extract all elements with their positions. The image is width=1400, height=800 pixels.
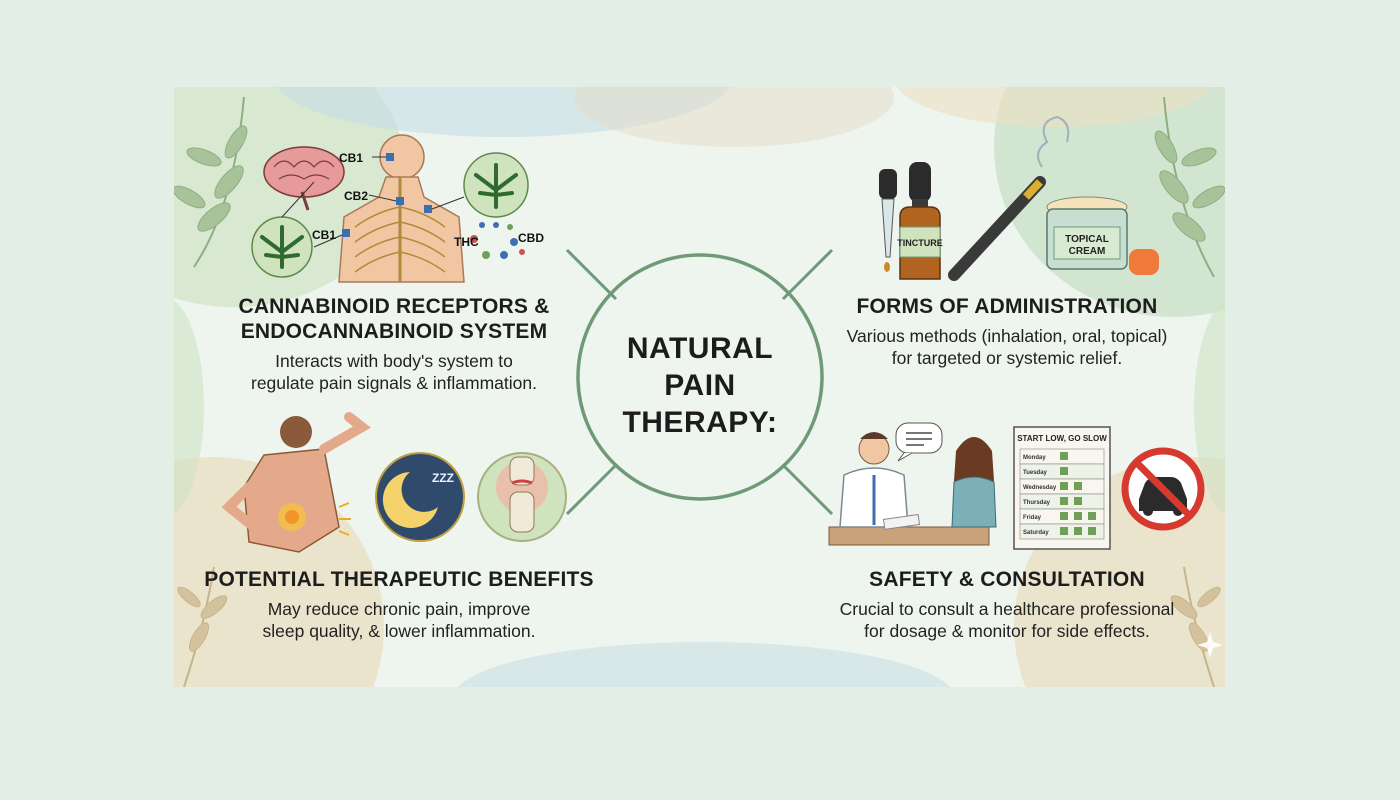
connector-line-bl: [565, 463, 618, 516]
schedule-dose-mark: [1060, 467, 1068, 475]
schedule-row: Wednesday: [1019, 478, 1105, 495]
vape-pen-icon: [948, 115, 1070, 281]
moon-sleep-icon: ZZZ: [375, 452, 465, 542]
schedule-row: Friday: [1019, 508, 1105, 525]
schedule-dose-mark: [1060, 497, 1068, 505]
infographic-canvas: CB1 CB2 CB1 THC CBD: [174, 87, 1225, 687]
section-desc-line2: sleep quality, & lower inflammation.: [262, 621, 536, 641]
schedule-dose-mark: [1060, 482, 1068, 490]
center-title-line3: THERAPY:: [622, 406, 778, 439]
sparkle-icon: [1197, 632, 1223, 658]
back-pain-icon: [221, 412, 371, 553]
leaf-sprig-icon: [174, 96, 248, 268]
schedule-dose-mark: [1060, 452, 1068, 460]
knee-joint-icon: [477, 452, 567, 542]
cbd-label: CBD: [518, 231, 544, 245]
schedule-dose-mark: [1074, 482, 1082, 490]
section-cannabinoid-receptors: CANNABINOID RECEPTORS & ENDOCANNABINOID …: [214, 294, 574, 394]
cannabis-leaf-icon: [251, 216, 313, 278]
section-title: CANNABINOID RECEPTORS & ENDOCANNABINOID …: [214, 294, 574, 344]
speech-bubble-icon: [895, 422, 943, 462]
section-description: May reduce chronic pain, improve sleep q…: [204, 598, 594, 642]
schedule-day-label: Friday: [1023, 515, 1042, 521]
schedule-row: Thursday: [1019, 493, 1105, 510]
cb1-label: CB1: [339, 151, 363, 165]
schedule-dose-mark: [1060, 512, 1068, 520]
schedule-row: Monday: [1019, 448, 1105, 465]
topical-label-line1: TOPICAL: [1065, 234, 1109, 245]
human-nervous-system-icon: [338, 134, 465, 283]
cb2-label: CB2: [344, 189, 368, 203]
zzz-label: ZZZ: [432, 471, 454, 485]
gummy-icon: [1129, 249, 1159, 275]
schedule-dose-mark: [1074, 512, 1082, 520]
center-title: NATURAL PAIN THERAPY:: [575, 330, 825, 441]
section-therapeutic-benefits: POTENTIAL THERAPEUTIC BENEFITS May reduc…: [204, 567, 594, 642]
cb1-lower-label: CB1: [312, 228, 336, 242]
section-title-line2: ENDOCANNABINOID SYSTEM: [240, 320, 548, 343]
schedule-dose-mark: [1088, 527, 1096, 535]
cannabis-leaf-icon: [463, 152, 529, 218]
schedule-day-label: Saturday: [1023, 530, 1049, 536]
tincture-label: TINCTURE: [897, 238, 943, 248]
schedule-dose-mark: [1074, 527, 1082, 535]
connector-line-tr: [781, 248, 834, 301]
section-desc-line2: for dosage & monitor for side effects.: [864, 621, 1150, 641]
thc-label: THC: [454, 235, 479, 249]
tincture-bottle-icon: TINCTURE: [897, 162, 943, 280]
section-desc-line2: regulate pain signals & inflammation.: [251, 373, 537, 393]
section-title-line1: CANNABINOID RECEPTORS &: [238, 295, 550, 318]
center-hub: [565, 248, 834, 516]
schedule-heading: START LOW, GO SLOW: [1017, 434, 1107, 443]
center-circle: [576, 253, 824, 501]
section-description: Various methods (inhalation, oral, topic…: [822, 325, 1192, 369]
leaf-sprig-icon: [177, 566, 228, 687]
no-driving-icon: [1121, 447, 1205, 531]
section-desc-line1: Various methods (inhalation, oral, topic…: [846, 326, 1168, 346]
section-desc-line1: Crucial to consult a healthcare professi…: [839, 599, 1175, 619]
center-title-line2: PAIN: [664, 369, 736, 402]
topical-label-line2: CREAM: [1069, 246, 1106, 257]
section-description: Crucial to consult a healthcare professi…: [802, 598, 1212, 642]
connector-line-br: [781, 463, 834, 516]
section-title: FORMS OF ADMINISTRATION: [856, 295, 1158, 318]
section-forms-of-administration: FORMS OF ADMINISTRATION Various methods …: [822, 294, 1192, 369]
schedule-dose-mark: [1074, 497, 1082, 505]
schedule-row: Saturday: [1019, 523, 1105, 540]
section-title: SAFETY & CONSULTATION: [869, 568, 1145, 591]
section-description: Interacts with body's system to regulate…: [214, 350, 574, 394]
schedule-day-label: Tuesday: [1023, 470, 1048, 476]
dosage-schedule-icon: START LOW, GO SLOW MondayTuesdayWednesda…: [1013, 426, 1111, 550]
schedule-dose-mark: [1060, 527, 1068, 535]
schedule-day-label: Thursday: [1023, 500, 1051, 506]
section-desc-line1: May reduce chronic pain, improve: [267, 599, 531, 619]
dropper-icon: [879, 169, 897, 272]
section-desc-line2: for targeted or systemic relief.: [891, 348, 1123, 368]
section-title: POTENTIAL THERAPEUTIC BENEFITS: [204, 568, 594, 591]
schedule-day-label: Wednesday: [1023, 485, 1057, 491]
molecules-icon: [470, 222, 525, 259]
brain-icon: [263, 146, 345, 211]
leaf-sprig-icon: [1154, 96, 1225, 278]
background-art: CB1 CB2 CB1 THC CBD: [174, 87, 1225, 687]
schedule-dose-mark: [1088, 512, 1096, 520]
schedule-row: Tuesday: [1019, 463, 1105, 480]
topical-cream-jar-icon: TOPICAL CREAM: [1046, 196, 1128, 270]
doctor-patient-icon: [828, 422, 997, 546]
section-safety-consultation: SAFETY & CONSULTATION Crucial to consult…: [802, 567, 1212, 642]
center-title-line1: NATURAL: [626, 332, 774, 365]
section-desc-line1: Interacts with body's system to: [275, 351, 513, 371]
schedule-day-label: Monday: [1023, 455, 1046, 461]
connector-line-tl: [565, 248, 618, 301]
